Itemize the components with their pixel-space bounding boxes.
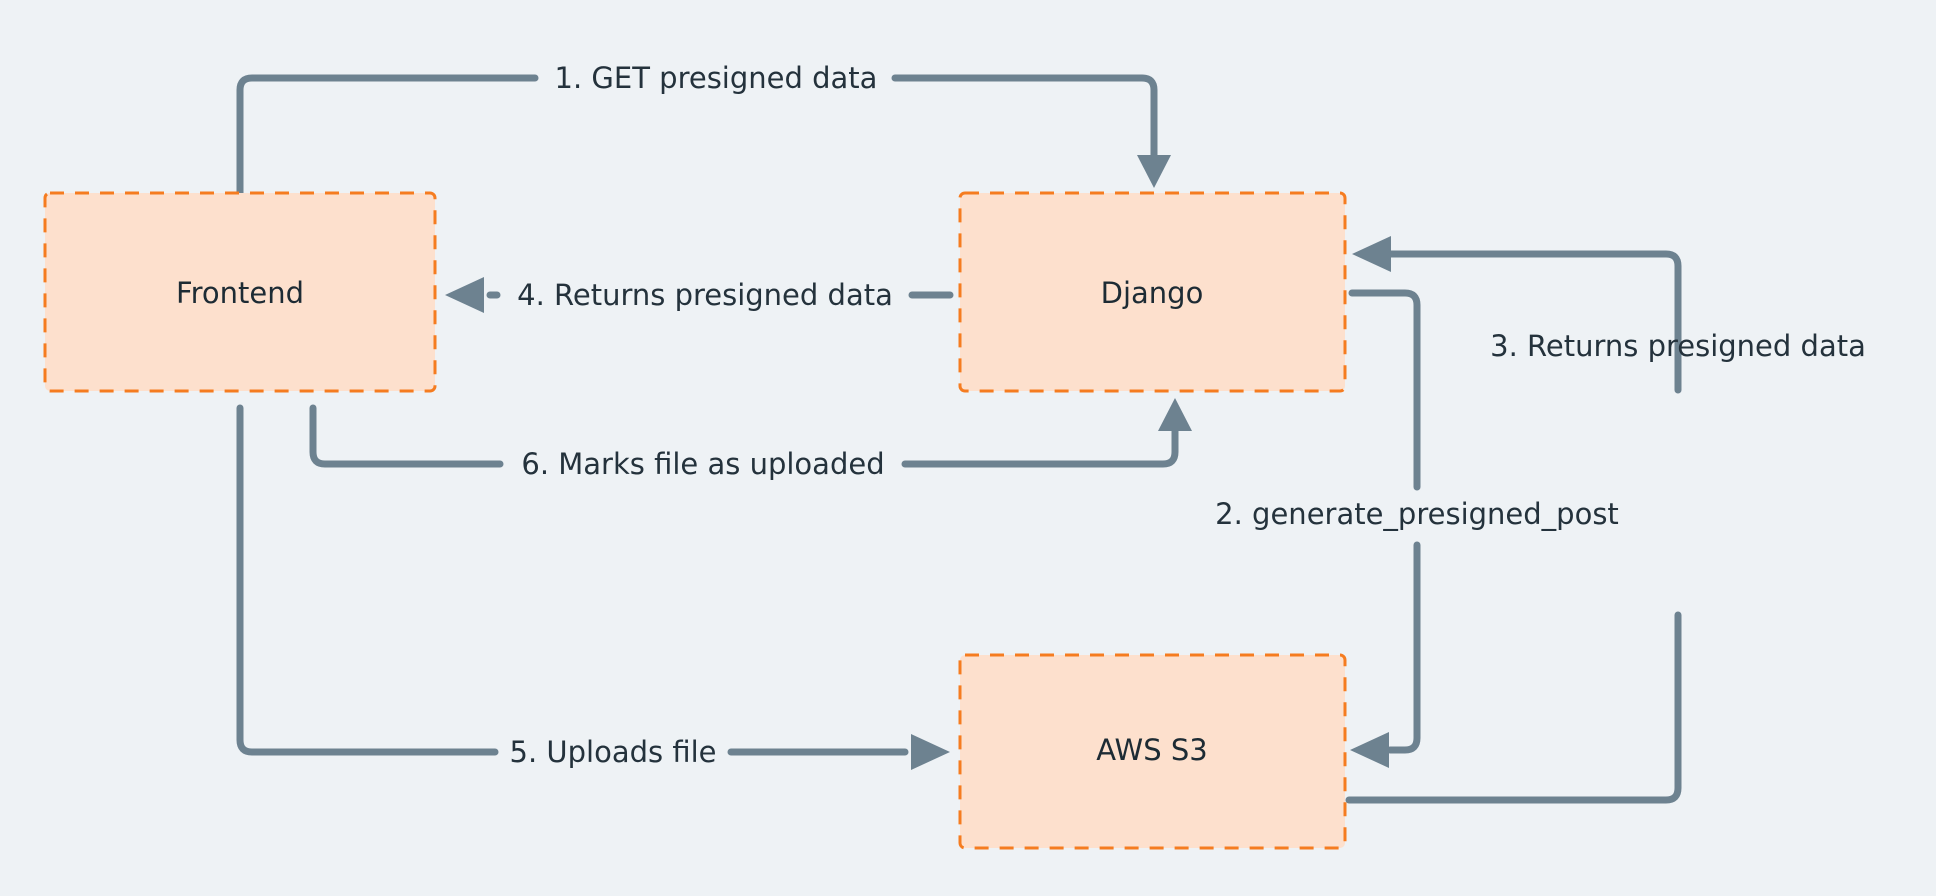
edge-5-label: 5. Uploads file [510, 735, 717, 769]
edge-3-arrowhead [1352, 236, 1391, 272]
edge-1-path-left [236, 74, 539, 197]
edge-2-path-lower [1386, 541, 1421, 754]
edge-5-path-left [236, 404, 499, 756]
edge-1-label: 1. GET presigned data [555, 61, 878, 95]
edge-2-label: 2. generate_presigned_post [1215, 497, 1619, 531]
edge-3-label: 3. Returns presigned data [1490, 329, 1866, 363]
edge-1-get-presigned-data: 1. GET presigned data [236, 61, 1171, 197]
node-frontend-rect [43, 191, 437, 393]
edge-5-arrowhead [911, 734, 950, 770]
node-frontend-label: Frontend [176, 276, 304, 310]
edge-4-returns-presigned-data: 4. Returns presigned data [445, 277, 954, 313]
edge-1-path-right [891, 74, 1158, 164]
node-django-rect [958, 191, 1347, 393]
edge-3-path-lower [1345, 611, 1682, 804]
edge-3-returns-presigned-data: 3. Returns presigned data [1345, 236, 1866, 804]
node-aws-s3[interactable]: AWS S3 [958, 653, 1347, 850]
edge-6-path-right [901, 426, 1179, 468]
edge-1-arrowhead [1137, 155, 1171, 188]
edge-4-arrowhead [445, 277, 484, 313]
node-django-label: Django [1101, 276, 1204, 310]
edge-6-marks-file-as-uploaded: 6. Marks file as uploaded [309, 398, 1192, 481]
node-aws-s3-rect [958, 653, 1347, 850]
edge-5-uploads-file: 5. Uploads file [236, 404, 950, 770]
edge-3-path-upper [1386, 250, 1682, 394]
node-frontend[interactable]: Frontend [43, 191, 437, 393]
edge-6-path-left [309, 404, 504, 468]
node-aws-s3-label: AWS S3 [1096, 733, 1207, 767]
edge-2-arrowhead [1350, 732, 1389, 768]
edge-2-path-upper [1348, 289, 1421, 491]
edge-2-generate-presigned-post: 2. generate_presigned_post [1215, 289, 1619, 768]
node-django[interactable]: Django [958, 191, 1347, 393]
edge-4-label: 4. Returns presigned data [517, 278, 893, 312]
edge-6-label: 6. Marks file as uploaded [521, 447, 884, 481]
edge-6-arrowhead [1158, 398, 1192, 431]
